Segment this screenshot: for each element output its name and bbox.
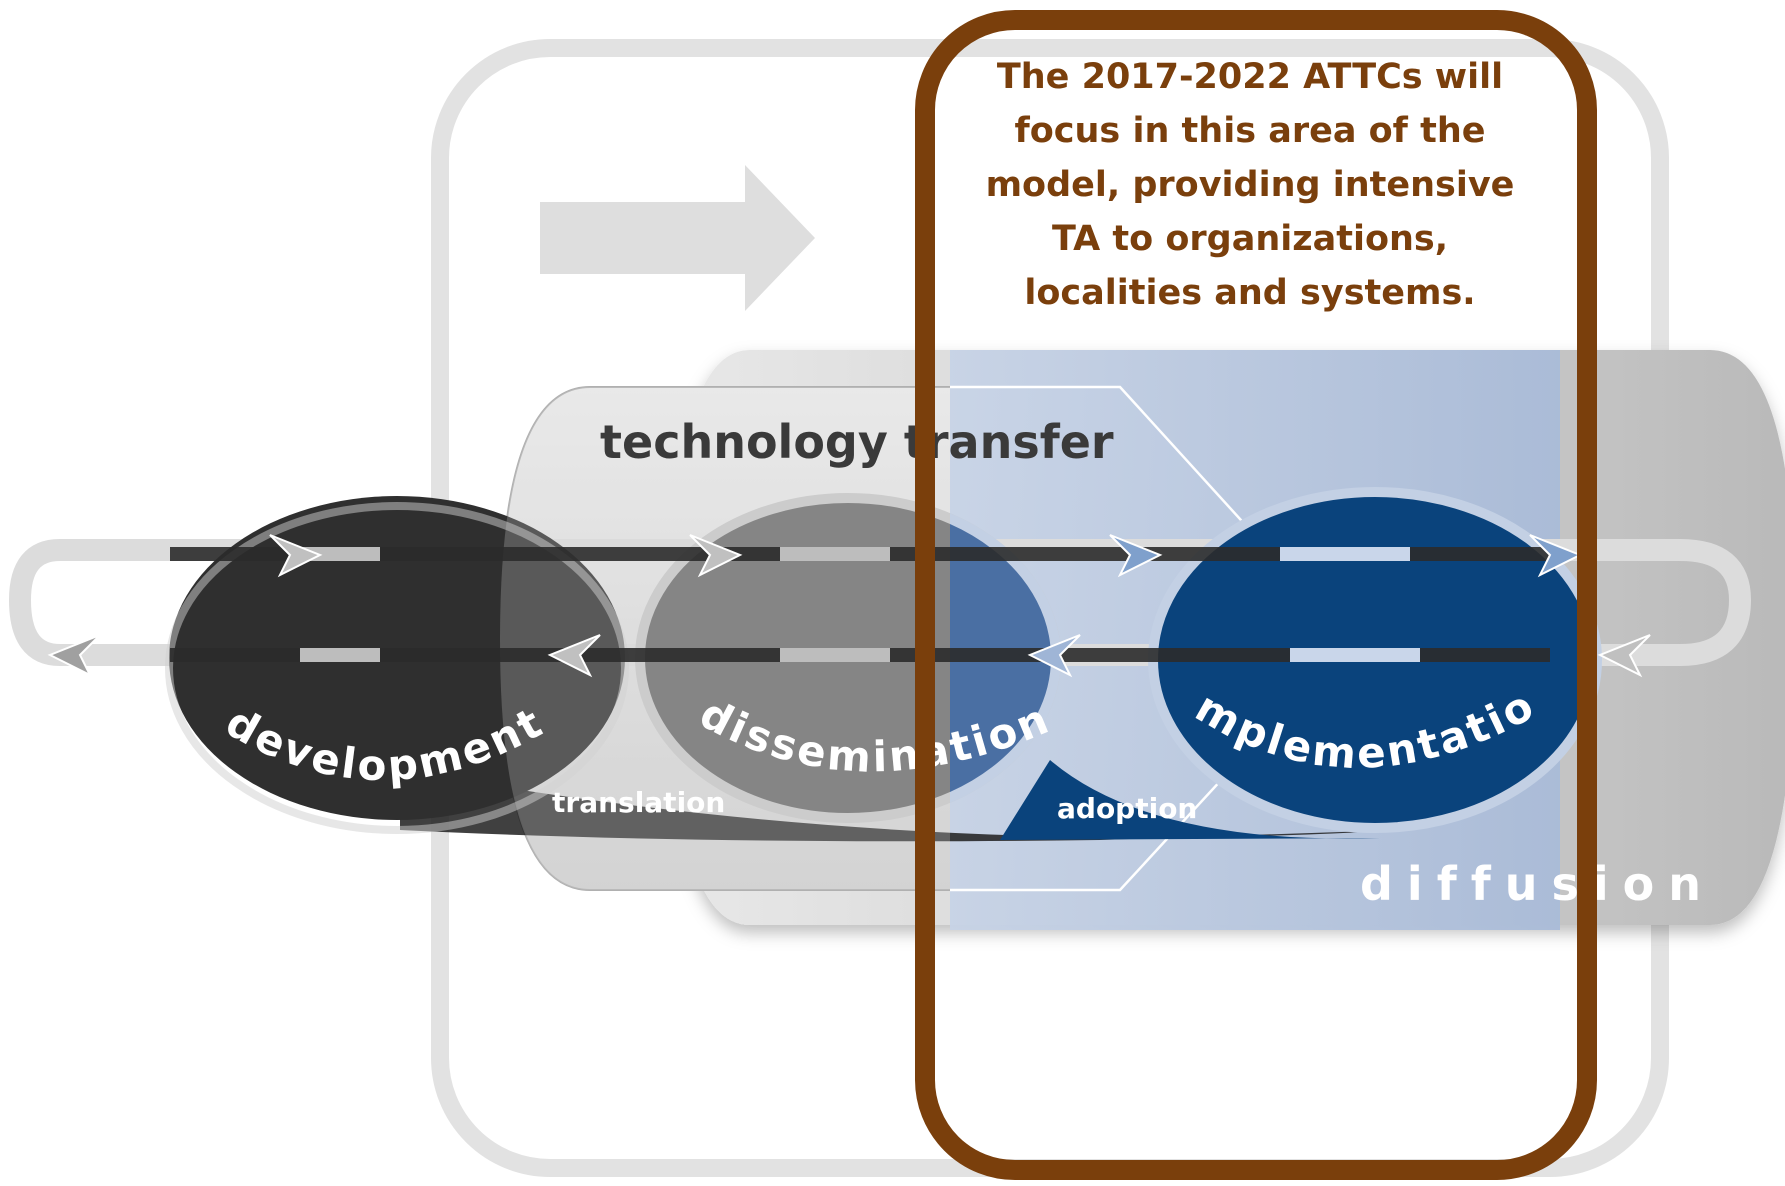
adoption-label: adoption <box>1057 792 1197 825</box>
callout-line: TA to organizations, <box>1051 219 1449 259</box>
backward-flow-bar <box>170 648 1550 662</box>
development-shadow <box>165 502 629 834</box>
cycle-loop-track <box>8 539 1752 666</box>
backward-arrow-icon <box>47 634 101 678</box>
callout-line: model, providing intensive <box>985 165 1515 205</box>
forward-flow-bar <box>170 547 1550 561</box>
forward-arrow-icon <box>1529 534 1583 578</box>
direction-arrow <box>540 165 815 311</box>
backward-arrow-icon <box>1027 634 1081 678</box>
forward-arrow-icon <box>269 534 323 578</box>
backward-arrow-icon <box>547 634 601 678</box>
attc-focus-callout-frame <box>915 10 1597 1180</box>
technology-transfer-overlay <box>500 387 950 890</box>
backward-arrow-icon <box>1597 634 1651 678</box>
forward-arrow-icon <box>1109 534 1163 578</box>
diffusion-label: diffusion <box>1360 857 1715 911</box>
base-ribbon-blue <box>1000 760 1380 840</box>
callout-line: localities and systems. <box>1024 273 1476 313</box>
forward-arrow-icon <box>689 534 743 578</box>
technology-transfer-label: technology transfer <box>600 415 1114 469</box>
attc-focus-callout-text: The 2017-2022 ATTCs will focus in this a… <box>960 50 1540 320</box>
callout-line: focus in this area of the <box>1014 111 1486 151</box>
translation-label: translation <box>552 786 725 819</box>
base-ribbon <box>400 770 1400 842</box>
callout-line: The 2017-2022 ATTCs will <box>996 57 1504 97</box>
